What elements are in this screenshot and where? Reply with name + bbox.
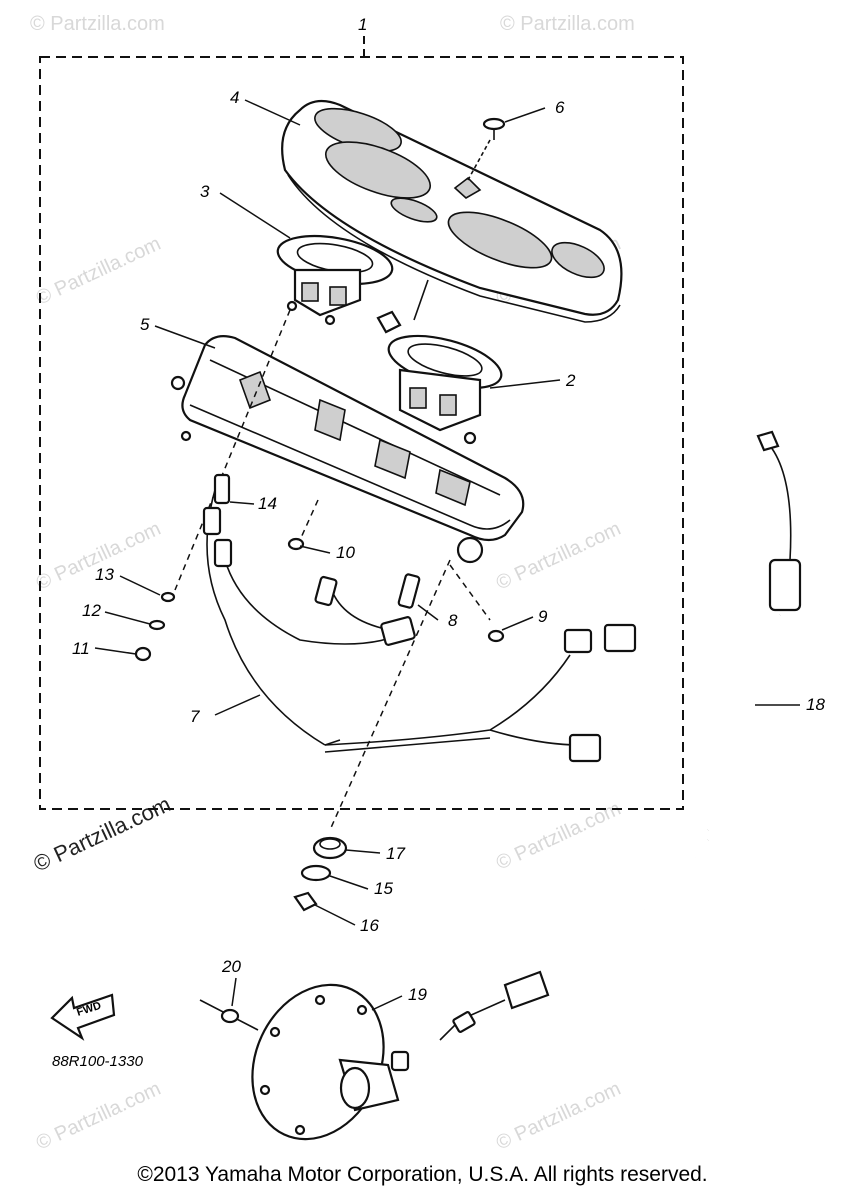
screw (467, 117, 506, 181)
callout-4: 4 (230, 88, 239, 107)
leader-line (299, 499, 319, 541)
meter-cable (439, 430, 802, 1041)
callout-12: 12 (82, 601, 101, 620)
callout-19: 19 (408, 985, 427, 1004)
callout-17: 17 (386, 844, 405, 863)
callout-9: 9 (538, 607, 548, 626)
callout-13: 13 (95, 565, 114, 584)
watermark: © Partzilla.com (493, 518, 624, 595)
callout-1: 1 (358, 15, 367, 34)
callout-labels: 1 2 3 4 5 6 7 8 9 10 11 12 13 14 15 16 1… (72, 15, 825, 1004)
watermark: © Partzilla.com (500, 13, 635, 35)
callout-leaders (94, 99, 800, 1011)
callout-11: 11 (72, 639, 90, 658)
copyright-notice: ©2013 Yamaha Motor Corporation, U.S.A. A… (137, 1163, 708, 1186)
callout-6: 6 (555, 98, 565, 117)
grommet-stack (293, 836, 348, 912)
callout-16: 16 (360, 916, 379, 935)
watermark: © Partzilla.com (33, 1078, 164, 1155)
small-hardware (134, 537, 505, 662)
leader-line (329, 559, 451, 831)
callout-20: 20 (221, 957, 241, 976)
callout-3: 3 (200, 182, 210, 201)
callout-2: 2 (565, 371, 576, 390)
watermark: © Partzilla.com (493, 1078, 624, 1155)
figure-code: 88R100-1330 (52, 1053, 143, 1070)
callout-5: 5 (140, 315, 150, 334)
callout-7: 7 (190, 707, 200, 726)
meter-case (170, 335, 525, 564)
meter-gauge-left (276, 235, 394, 326)
leader-line (449, 564, 491, 621)
meter-gear-unit (199, 983, 410, 1141)
watermark-prominent: © Partzilla.com (30, 791, 175, 876)
watermark: © Partzilla.com (30, 13, 165, 35)
callout-8: 8 (448, 611, 458, 630)
forward-arrow-icon: FWD (50, 993, 116, 1041)
watermark: © Partzilla.com (33, 233, 164, 310)
meter-cover (281, 99, 623, 323)
meter-gauge-right (376, 279, 503, 445)
callout-18: 18 (806, 695, 825, 714)
callout-10: 10 (336, 543, 355, 562)
assembly-boundary (39, 56, 684, 810)
callout-15: 15 (374, 879, 393, 898)
wire-harness (202, 473, 637, 763)
callout-14: 14 (258, 494, 277, 513)
